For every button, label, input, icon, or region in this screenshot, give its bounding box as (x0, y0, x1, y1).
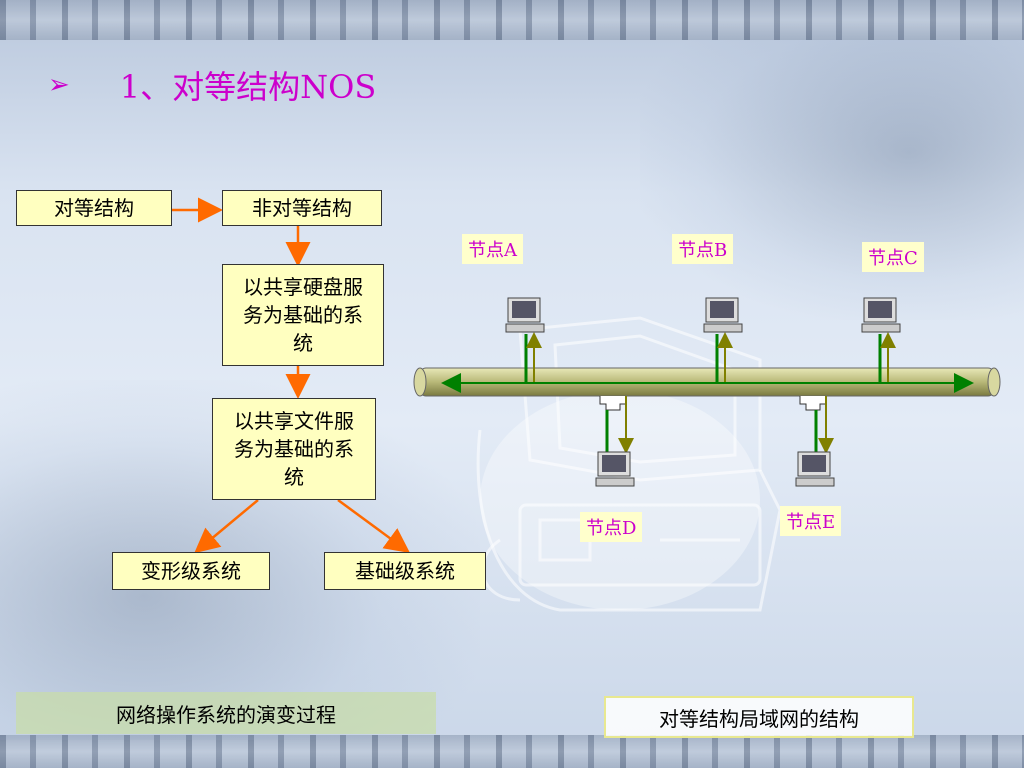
right-caption: 对等结构局域网的结构 (604, 696, 914, 738)
left-caption: 网络操作系统的演变过程 (16, 692, 436, 734)
arrow-box4-box6 (337, 498, 411, 553)
box-basic-system: 基础级系统 (324, 552, 486, 590)
slide-title-row: ➢ 1、对等结构NOS (48, 62, 376, 108)
arrow-box4-box5 (194, 499, 259, 554)
box-shared-file-system: 以共享文件服务为基础的系统 (212, 398, 376, 500)
slide-title: 1、对等结构NOS (119, 68, 377, 106)
node-label-a: 节点A (462, 234, 523, 264)
box-variant-system: 变形级系统 (112, 552, 270, 590)
computer-icon-node-a (505, 297, 545, 333)
box-peer-structure: 对等结构 (16, 190, 172, 226)
node-label-c: 节点C (862, 242, 924, 272)
computer-icon-node-e (795, 451, 835, 487)
background-wall-right (640, 40, 1024, 320)
node-label-e: 节点E (780, 506, 842, 536)
bottom-decor-band (0, 735, 1024, 768)
computer-icon-node-b (703, 297, 743, 333)
node-label-d: 节点D (580, 512, 643, 542)
computer-icon-node-d (595, 451, 635, 487)
node-label-b: 节点B (672, 234, 734, 264)
box-shared-disk-system: 以共享硬盘服务为基础的系统 (222, 264, 384, 366)
t-connector-d (599, 396, 627, 411)
bullet-arrow-icon: ➢ (48, 70, 70, 100)
computer-icon-node-c (861, 297, 901, 333)
t-connector-e (799, 396, 827, 411)
box-non-peer-structure: 非对等结构 (222, 190, 382, 226)
top-decor-band (0, 0, 1024, 40)
